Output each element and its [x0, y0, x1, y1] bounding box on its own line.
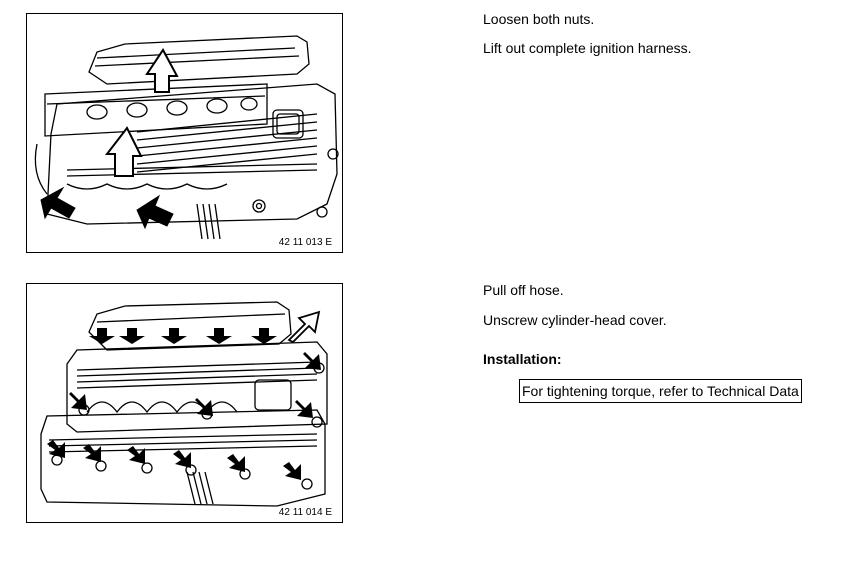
engine-illustration-1: [34, 35, 339, 240]
cylinder-head-cover-diagram: 42 11 014 E: [26, 283, 343, 523]
technical-data-link[interactable]: For tightening torque, refer to Technica…: [519, 379, 802, 403]
engine-illustration-2: [40, 301, 328, 507]
figure-caption-1: 42 11 013 E: [278, 237, 332, 248]
instruction-loosen-nuts: Loosen both nuts.: [483, 11, 595, 27]
instruction-unscrew-cover: Unscrew cylinder-head cover.: [483, 312, 667, 328]
ignition-harness-diagram: 42 11 013 E: [26, 13, 343, 253]
installation-heading: Installation:: [483, 351, 562, 367]
instruction-pull-hose: Pull off hose.: [483, 282, 564, 298]
instruction-lift-harness: Lift out complete ignition harness.: [483, 40, 692, 56]
figure-caption-2: 42 11 014 E: [278, 507, 332, 518]
